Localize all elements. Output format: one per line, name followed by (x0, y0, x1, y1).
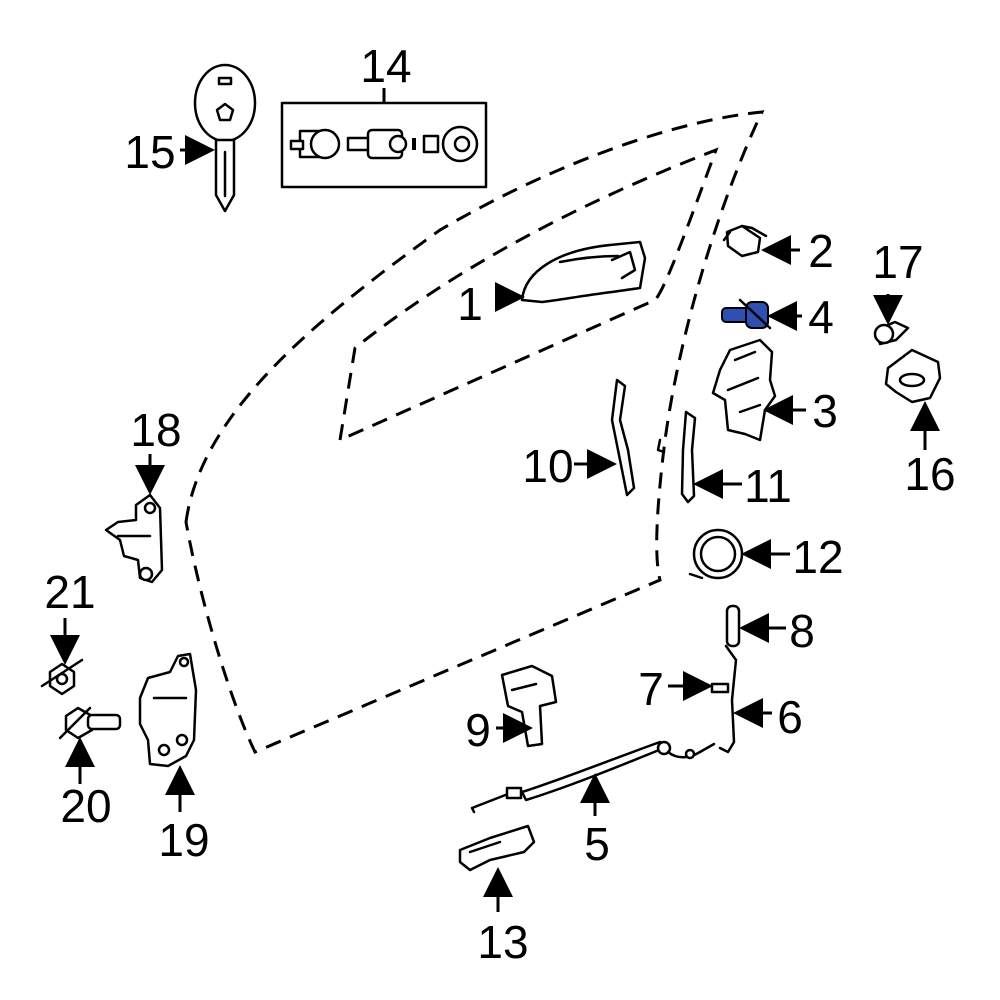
part-9-bracket (500, 664, 558, 748)
part-14-lock-cylinder-kit (280, 88, 488, 189)
callout-19: 19 (158, 814, 209, 866)
part-12-grommet (688, 528, 744, 580)
part-11-rod-hook (656, 438, 666, 454)
callout-16: 16 (904, 448, 955, 500)
part-7-clip (710, 682, 730, 694)
callout-15: 15 (124, 126, 175, 178)
part-8-pin (725, 604, 741, 648)
cap-icon (422, 134, 440, 154)
lock-cylinder-icon (346, 128, 408, 160)
callout-14: 14 (360, 40, 411, 92)
callout-5: 5 (584, 818, 610, 870)
part-15-key (193, 63, 257, 213)
callout-11: 11 (744, 460, 792, 512)
callout-20: 20 (60, 780, 111, 832)
part-13-inside-handle (458, 824, 536, 872)
callout-10: 10 (522, 440, 573, 492)
part-1-outside-handle (520, 240, 647, 304)
gasket-icon (441, 125, 479, 163)
leader-lines (50, 135, 940, 912)
callout-12: 12 (792, 531, 843, 583)
callout-9: 9 (465, 704, 491, 756)
callout-2: 2 (808, 225, 834, 277)
part-21-nut (40, 658, 84, 696)
part-5-cable (470, 740, 716, 814)
part-18-upper-hinge (104, 493, 164, 584)
lock-cylinder-housing-icon (289, 128, 341, 160)
callout-21: 21 (44, 566, 95, 618)
callout-17: 17 (872, 236, 923, 288)
door-window-outline (338, 147, 719, 443)
callout-8: 8 (789, 605, 815, 657)
spring-icon (412, 138, 416, 150)
part-6-lock-rod (718, 644, 738, 754)
part-10-rod (610, 378, 636, 497)
door-outline (184, 110, 765, 754)
part-20-bolt (58, 706, 122, 740)
callout-13: 13 (477, 916, 528, 968)
part-11-rod (680, 410, 697, 504)
callout-6: 6 (777, 691, 803, 743)
callout-3: 3 (812, 385, 838, 437)
callout-7: 7 (638, 663, 664, 715)
part-2-bolt (722, 224, 768, 258)
part-19-lower-hinge (138, 652, 198, 768)
callout-4: 4 (808, 291, 834, 343)
part-4-screw (721, 298, 772, 330)
part-16-striker (884, 348, 942, 404)
part-3-latch (711, 338, 777, 442)
part-17-bolt (873, 320, 910, 346)
callout-1: 1 (457, 278, 483, 330)
callout-18: 18 (130, 404, 181, 456)
